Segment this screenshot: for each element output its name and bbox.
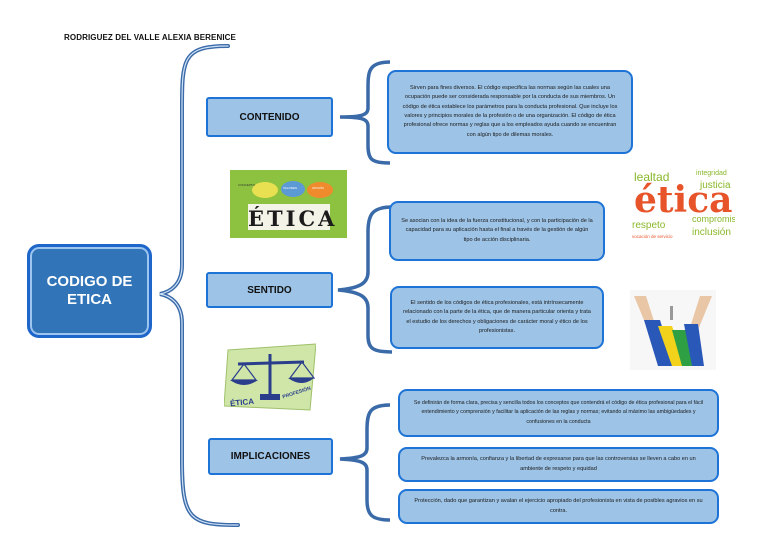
sentido-description-1: Se asocian con la idea de la fuerza cons… (389, 201, 605, 261)
etica-word: ÉTICA (248, 206, 338, 231)
bubble-label: OPCIÓN (312, 186, 324, 190)
sentido-brace (337, 205, 393, 354)
word-lealtad: lealtad (634, 170, 670, 184)
contenido-brace (339, 60, 391, 165)
implicaciones-description-3: Protección, dado que garantizan y avalan… (398, 489, 719, 524)
hands-image (630, 290, 716, 370)
speech-bubbles-icon (230, 170, 347, 238)
bubble-label: CONCEPTO (238, 183, 255, 187)
implicaciones-description-1: Se definirán de forma clara, precisa y s… (398, 389, 719, 437)
word-inclusion: inclusión (692, 227, 731, 238)
bubble-label: VALORES (283, 186, 297, 190)
word-integridad: integridad (696, 170, 727, 177)
contenido-description: Sirven para fines diversos. El código es… (387, 70, 633, 154)
sentido-description-2: El sentido de los códigos de ética profe… (390, 286, 604, 349)
word-vocacion: vocación de servicio (632, 234, 673, 239)
etica-speech-image: CONCEPTO VALORES OPCIÓN ÉTICA (230, 170, 347, 238)
implicaciones-brace (339, 403, 391, 522)
word-compromiso: compromiso (692, 214, 735, 224)
etica-words-image: lealtad integridad ética justicia compro… (630, 168, 735, 246)
balance-image: ÉTICA PROFESIÓN (224, 340, 316, 412)
author-name: RODRIGUEZ DEL VALLE ALEXIA BERENICE (64, 33, 236, 42)
balance-scale-icon (224, 343, 316, 411)
category-sentido: SENTIDO (206, 272, 333, 308)
category-contenido: CONTENIDO (206, 97, 333, 137)
hands-blocks-icon (630, 290, 716, 370)
central-topic-box: CODIGO DE ETICA (27, 244, 152, 338)
category-implicaciones: IMPLICACIONES (208, 438, 333, 475)
word-etica: ética (634, 179, 733, 221)
word-respeto: respeto (632, 220, 666, 231)
word-justicia: justicia (700, 180, 731, 191)
implicaciones-description-2: Prevalezca la armonía, confianza y la li… (398, 447, 719, 482)
